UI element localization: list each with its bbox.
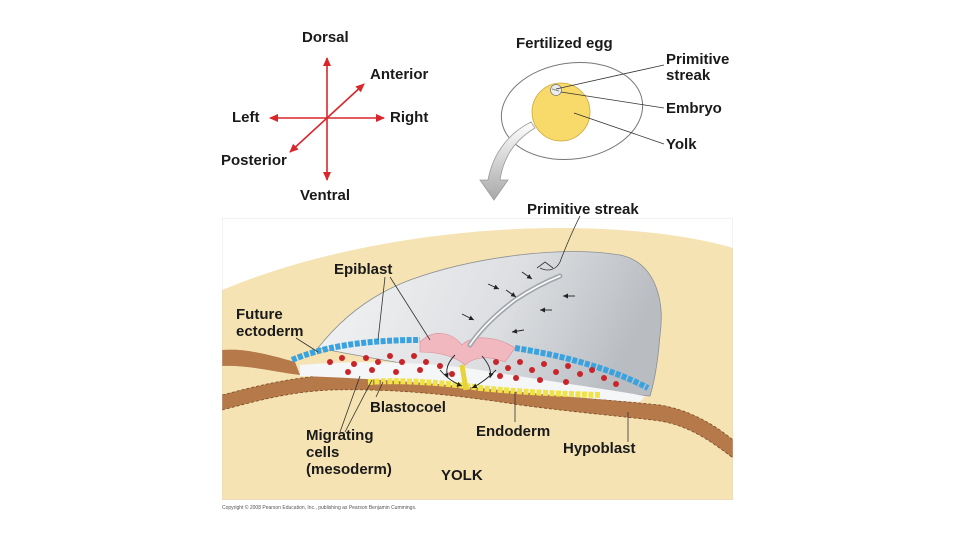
copyright-notice: Copyright © 2008 Pearson Education, Inc.…: [222, 505, 417, 511]
epiblast-left: [290, 337, 421, 363]
mesoderm-cells: [327, 353, 619, 387]
leader-egg-embryo: [560, 91, 665, 109]
label-yolk-section: YOLK: [441, 467, 483, 484]
orientation-axes: [269, 57, 385, 181]
label-anterior: Anterior: [370, 66, 429, 83]
migration-arrows: [439, 354, 497, 389]
anterior-arrow: [326, 83, 365, 119]
label-egg-streak: streak: [666, 67, 711, 84]
leader-epiblast-1: [377, 276, 386, 341]
label-mesoderm: (mesoderm): [306, 461, 392, 478]
label-fertilized-egg: Fertilized egg: [516, 35, 613, 52]
label-dorsal: Dorsal: [302, 29, 349, 46]
leader-streak: [539, 215, 581, 271]
posterior-arrow: [289, 117, 328, 153]
label-future: Future: [236, 306, 283, 323]
fertilized-egg: [500, 61, 665, 161]
label-egg-primitive: Primitive: [666, 51, 730, 68]
label-right: Right: [390, 109, 429, 126]
leader-streak-bracket: [536, 261, 554, 269]
label-left: Left: [232, 109, 260, 126]
primitive-streak-mound: [419, 333, 516, 366]
label-endoderm: Endoderm: [476, 423, 551, 440]
label-ectoderm: ectoderm: [236, 323, 304, 340]
leader-epiblast-2: [389, 276, 431, 341]
cross-section: [222, 218, 733, 500]
label-posterior: Posterior: [221, 152, 287, 169]
label-hypoblast: Hypoblast: [563, 440, 636, 457]
leader-egg-streak: [555, 64, 665, 90]
yolk-disc: [531, 82, 591, 142]
epiblast-right: [514, 345, 650, 391]
label-primitive-streak: Primitive streak: [527, 201, 639, 218]
leader-future-ecto: [295, 337, 319, 353]
surface-arrows: [461, 271, 575, 334]
leader-blastocoel: [375, 381, 384, 398]
endoderm-layer: [367, 378, 601, 398]
leader-migrating-2: [344, 379, 373, 433]
label-embryo: Embryo: [666, 100, 722, 117]
transition-arrow: [479, 121, 536, 201]
egg-streak-mark: [551, 88, 560, 92]
label-migrating: Migrating: [306, 427, 374, 444]
label-egg-yolk: Yolk: [666, 136, 697, 153]
section-leaders: [295, 215, 629, 442]
label-blastocoel: Blastocoel: [370, 399, 446, 416]
label-epiblast: Epiblast: [334, 261, 393, 278]
leader-migrating-1: [339, 375, 361, 433]
label-ventral: Ventral: [300, 187, 351, 204]
leader-egg-yolk: [573, 112, 665, 145]
label-cells: cells: [306, 444, 340, 461]
